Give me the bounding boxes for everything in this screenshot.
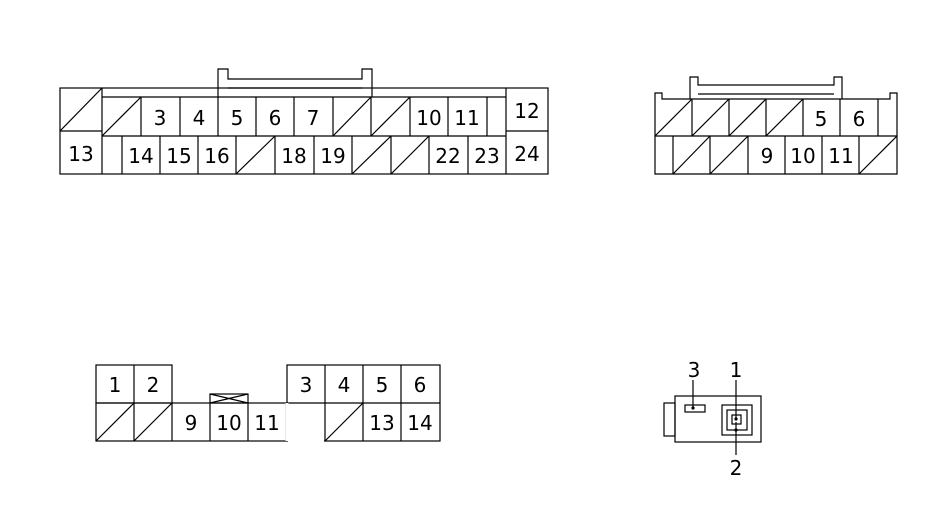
pin-label: 24 [514,142,539,166]
pin-label: 4 [338,373,351,397]
pin-label: 12 [514,99,539,123]
empty-cavity-mark [370,96,411,137]
pin-label: 6 [269,106,282,130]
pin-label: 2 [730,456,743,480]
pin-label: 14 [128,144,153,168]
pin-label: 6 [414,373,427,397]
pin-label: 22 [435,144,460,168]
connector-b: 5 6 9 10 11 [654,76,898,175]
empty-cavity-mark [351,135,392,175]
empty-cavity-mark [728,98,767,137]
empty-cavity-mark [709,135,749,175]
pin-label: 9 [761,144,774,168]
pin-label: 7 [307,106,320,130]
empty-cavity-mark [858,135,898,175]
empty-cavity-mark [654,98,693,137]
pin-label: 11 [454,106,479,130]
pin-label: 13 [369,411,394,435]
pin-label: 14 [407,411,432,435]
pin-label: 1 [730,358,743,382]
pin-label: 18 [281,144,306,168]
pin-label: 3 [154,106,167,130]
pin-label: 10 [790,144,815,168]
pin-label: 3 [300,373,313,397]
empty-cavity-mark [59,87,103,132]
pin-label: 10 [416,106,441,130]
pin-label: 13 [68,142,93,166]
pin-label: 15 [166,144,191,168]
pin-label: 16 [204,144,229,168]
connector-c: 1 2 3 4 5 6 9 10 11 13 14 [95,364,441,443]
pin-label: 9 [185,411,198,435]
terminal-3 [684,404,706,413]
pin-label: 11 [828,144,853,168]
connector-d: 3 1 2 [663,358,762,480]
empty-cavity-mark [332,96,372,137]
empty-cavity-mark [390,135,430,175]
pin-label: 5 [376,373,389,397]
pin-label: 1 [109,373,122,397]
empty-cavity-mark [235,135,276,175]
pin-label: 3 [688,358,701,382]
pin-label: 4 [193,106,206,130]
connector-a: 3 4 5 6 7 10 11 12 13 14 15 16 18 19 22 … [59,68,549,175]
pin-label: 2 [147,373,160,397]
empty-cavity-mark [672,135,711,175]
empty-cavity-mark [101,96,142,137]
empty-cavity-mark [133,402,173,442]
pin-label: 6 [853,107,866,131]
empty-cavity-mark [95,402,135,442]
empty-cavity-mark [324,402,364,442]
empty-cavity-mark [765,98,804,137]
pin-label: 5 [815,107,828,131]
pin-label: 19 [320,144,345,168]
locking-tab [663,402,676,437]
empty-cavity-mark [691,98,730,137]
pin-label: 5 [231,106,244,130]
pin-label: 10 [216,411,241,435]
pin-label: 23 [474,144,499,168]
keying-tab [209,393,249,404]
pin-label: 11 [254,411,279,435]
terminal-1 [721,404,753,436]
